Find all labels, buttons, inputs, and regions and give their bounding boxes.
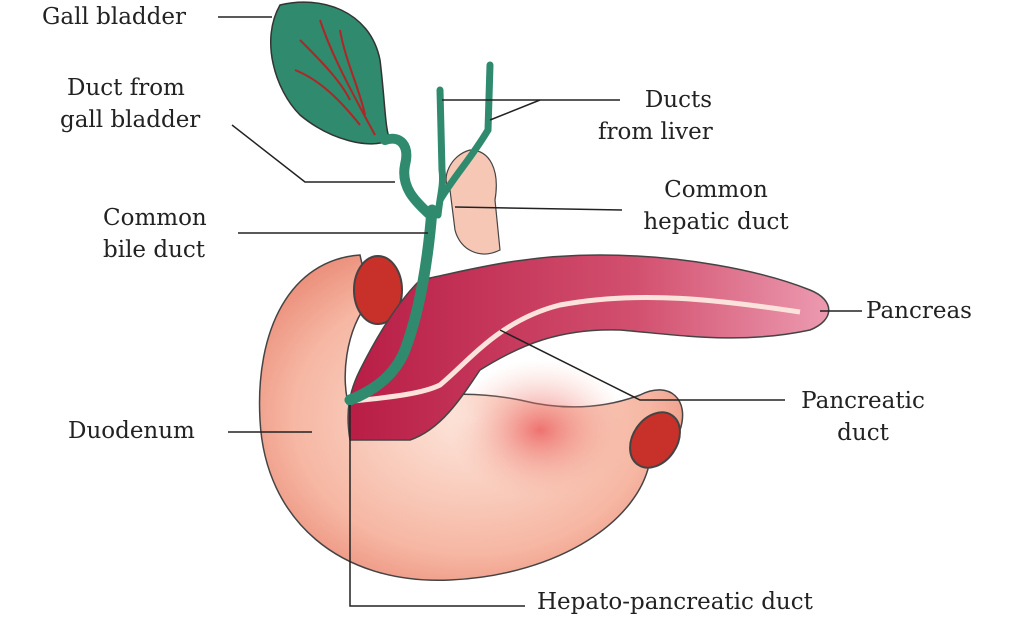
leader-lines (218, 16, 862, 607)
duct-from-gall-bladder (380, 133, 435, 220)
label-line: Pancreatic (801, 388, 925, 414)
label-hepato-pancreatic-duct: Hepato-pancreatic duct (537, 589, 813, 615)
label-line: hepatic duct (643, 209, 789, 235)
label-duct-from-gall-bladder: Duct from gall bladder (60, 72, 240, 136)
label-common-bile-duct: Common bile duct (103, 202, 207, 266)
label-common-hepatic-duct: Common hepatic duct (626, 174, 806, 238)
intestine-opening (629, 411, 681, 469)
label-line: Common (664, 177, 768, 203)
label-line: Duct from (67, 75, 185, 101)
label-pancreatic-duct: Pancreatic duct (788, 385, 938, 449)
gall-bladder-vessels (294, 19, 376, 136)
label-line: Ducts (644, 87, 712, 113)
label-line: bile duct (103, 237, 206, 263)
label-line: duct (837, 420, 889, 446)
duodenum-opening (353, 255, 403, 325)
label-gall-bladder: Gall bladder (42, 4, 186, 30)
label-line: gall bladder (60, 107, 201, 133)
label-pancreas: Pancreas (866, 298, 972, 324)
pancreatic-duct (344, 294, 801, 405)
common-bile-duct (344, 204, 438, 406)
label-line: from liver (598, 119, 713, 145)
label-duodenum: Duodenum (68, 418, 195, 444)
hot-area (450, 360, 630, 500)
label-line: Common (103, 205, 207, 231)
ducts-from-liver (434, 61, 494, 219)
label-ducts-from-liver: Ducts from liver (598, 84, 738, 148)
duodenum-continuation (445, 149, 501, 255)
